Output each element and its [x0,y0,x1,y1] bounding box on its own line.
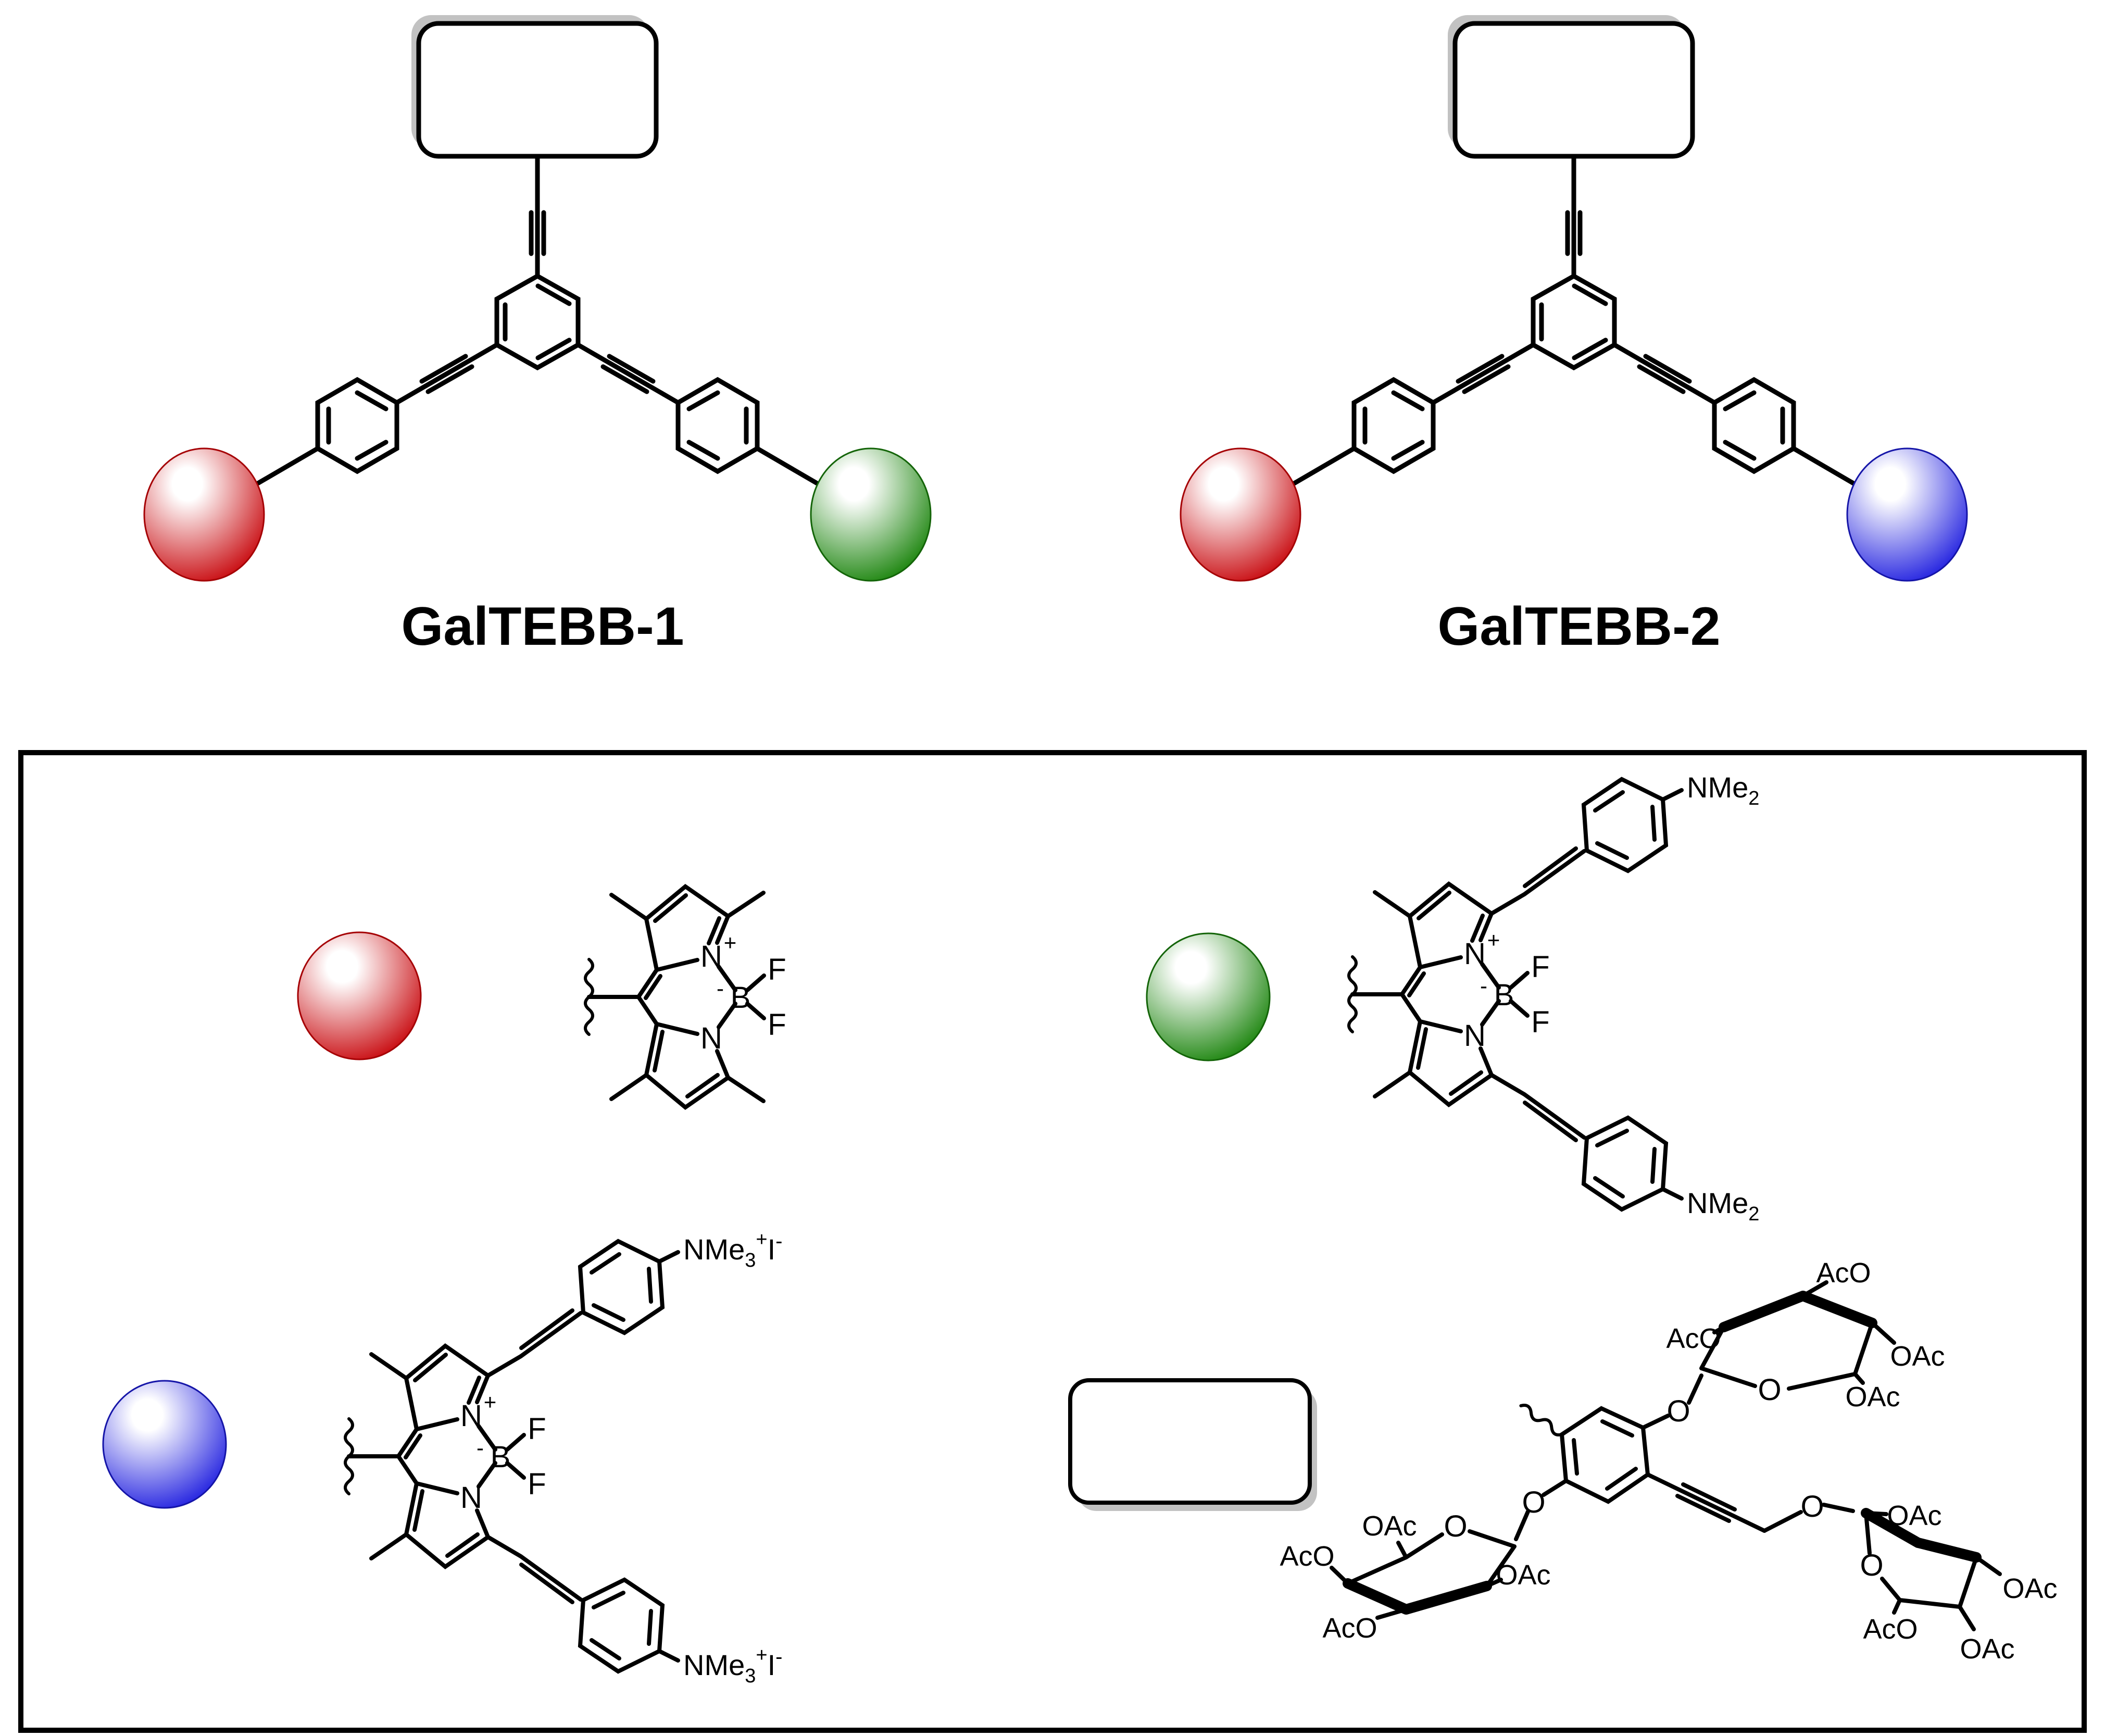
oac-label: OAc [1960,1633,2014,1665]
oac-label: OAc [1362,1510,1417,1542]
propargyl-alkyne [1675,1482,1737,1523]
trigalactoside-structure: O O AcO AcO OAc OAc O O OAc AcO AcO OAc … [1280,1257,2057,1665]
red-sphere-icon [1180,447,1301,582]
wavy-bond [1519,1404,1563,1437]
aco-label: AcO [1816,1257,1871,1289]
red-sphere-icon [297,931,422,1060]
oxygen-label: O [1667,1394,1690,1428]
placeholder-rect [1068,1378,1312,1505]
oac-label: OAc [1890,1341,1945,1372]
right-sugar-wedge [1861,1508,1982,1563]
oac-label: OAc [1887,1500,1941,1531]
oxygen-label: O [1860,1548,1883,1582]
aco-label: AcO [1322,1613,1377,1644]
nme3i-label: NMe3+I- [683,1229,782,1271]
left-sugar-wedge [1343,1578,1492,1615]
blue-sphere-icon [102,1380,227,1509]
blue-bodipy-structure: NMe3+I- NMe3+I- [345,1229,782,1687]
alpha-methyls [726,891,766,1103]
top-sugar-wedge [1719,1291,1877,1332]
aco-label: AcO [1863,1614,1918,1645]
nme2-label: NMe2 [1687,1187,1759,1225]
green-bodipy-structure: NMe2 NMe2 [1349,771,1759,1225]
nme2-label: NMe2 [1687,771,1759,809]
oxygen-label: O [1522,1485,1545,1519]
phenolic-o-bonds [1641,1373,1703,1430]
oac-label: OAc [1496,1559,1550,1591]
legend-item-blue-bodipy: NMe3+I- NMe3+I- [102,1229,782,1687]
left-sugar-sub-bonds [1330,1541,1503,1620]
right-sugar-sub-bonds [1864,1511,2002,1631]
aco-label: AcO [1280,1541,1334,1572]
oac-label: OAc [2002,1573,2057,1604]
propargyl-bond [1646,1472,1766,1533]
propargyl-o-bonds [1762,1503,1855,1533]
compound-galtebb-1: GalTEBB-1 [143,15,932,657]
oxygen-label: O [1444,1509,1467,1543]
green-sphere-icon [1146,932,1271,1061]
legend-box [18,750,2087,1733]
legend-item-red-bodipy [297,886,786,1107]
aco-label: AcO [1666,1323,1721,1354]
top-sugar-sub-bonds [1712,1280,1896,1385]
oac-label: OAc [1845,1381,1900,1413]
green-sphere-icon [810,447,932,582]
red-sphere-icon [143,447,265,582]
legend-item-green-bodipy: NMe2 NMe2 [1146,771,1759,1225]
compound-2-name: GalTEBB-2 [1437,596,1720,657]
phenolic-o-bonds [1514,1479,1568,1541]
nme3i-label: NMe3+I- [683,1644,782,1687]
core-benzene-doubles [1572,1419,1638,1491]
compound-1-name: GalTEBB-1 [401,596,684,657]
legend-item-galactoside: O O AcO AcO OAc OAc O O OAc AcO AcO OAc … [1068,1257,2058,1665]
compound-galtebb-2: GalTEBB-2 [1180,15,1968,657]
blue-sphere-icon [1846,447,1968,582]
red-bodipy-structure [585,886,786,1107]
right-sugar-ring [1864,1511,1978,1609]
left-sugar-ring [1346,1529,1517,1588]
oxygen-label: O [1758,1373,1781,1407]
oxygen-label: O [1800,1490,1824,1523]
top-sugar-ring [1699,1321,1874,1391]
